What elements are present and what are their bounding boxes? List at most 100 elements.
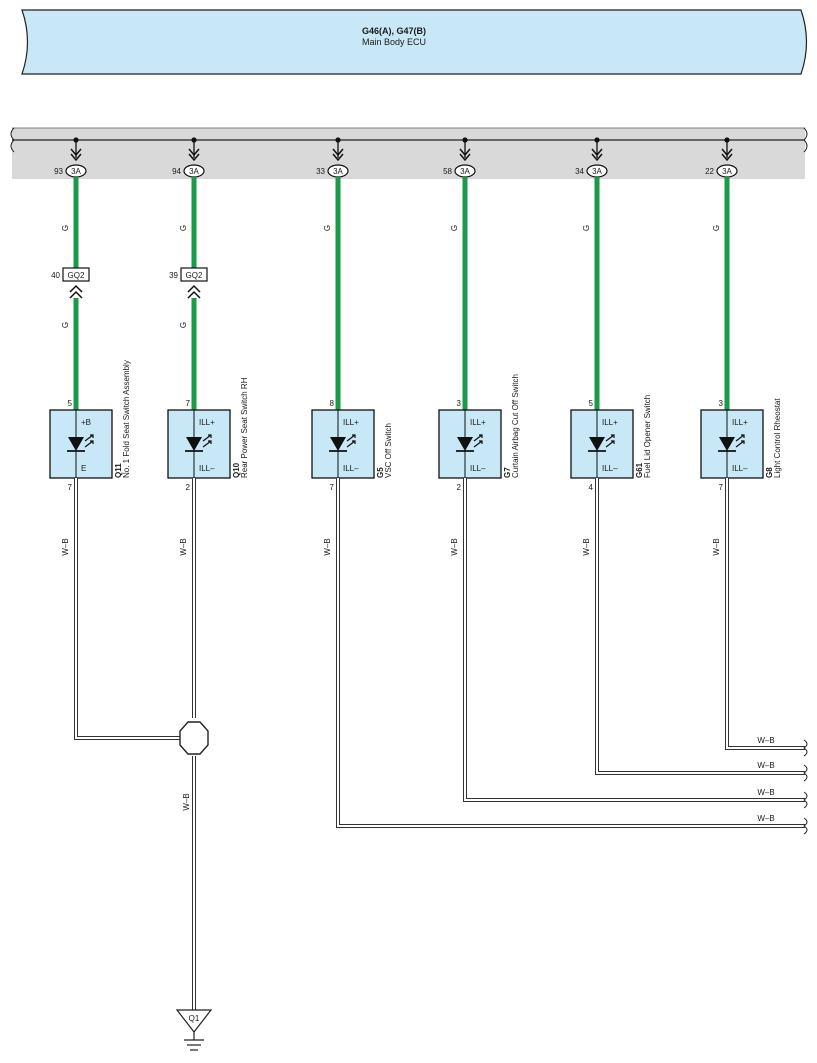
- wire-color-label: W–B: [712, 538, 721, 555]
- component-pin-number: 3: [457, 399, 462, 408]
- junction-pin-number: 40: [51, 271, 60, 280]
- component-box: [49, 409, 113, 479]
- wire-q11-return: [74, 478, 182, 740]
- continuation-break-icon: [803, 764, 808, 782]
- component-box: [167, 409, 231, 479]
- wire-color-label: W–B: [182, 793, 191, 810]
- ecu-subtitle: Main Body ECU: [362, 37, 426, 47]
- wire-color-label: W–B: [61, 538, 70, 555]
- connector-arrow-icon: [332, 148, 344, 162]
- wire-color-label: W–B: [757, 761, 774, 770]
- component-pin-number: 2: [186, 483, 191, 492]
- terminal-label: ILL–: [343, 464, 359, 473]
- continuation-break-icon: [803, 739, 808, 757]
- ecu-connector-label: 3A: [722, 167, 732, 176]
- wire-color-label: W–B: [323, 538, 332, 555]
- component-box: [570, 409, 634, 479]
- ecu-connector-label: 3A: [460, 167, 470, 176]
- ecu-connector-label: 3A: [333, 167, 343, 176]
- terminal-label: ILL+: [199, 418, 215, 427]
- component-pin-number: 7: [68, 483, 73, 492]
- junction-arrow-icon: [69, 284, 83, 299]
- component-pin-number: 7: [330, 483, 335, 492]
- component-code: G5: [376, 467, 385, 478]
- ecu-connector-label: 3A: [71, 167, 81, 176]
- terminal-label: ILL+: [732, 418, 748, 427]
- wb-wire: [725, 478, 805, 750]
- ecu-block: G46(A), G47(B) Main Body ECU: [21, 9, 808, 75]
- component-name: Light Control Rheostat: [773, 398, 782, 478]
- junction-connector: [180, 267, 208, 282]
- terminal-label: +B: [81, 418, 91, 427]
- connector-arrow-icon: [721, 148, 733, 162]
- component-pin-number: 7: [186, 399, 191, 408]
- terminal-label: ILL–: [732, 464, 748, 473]
- wire-color-label: G: [61, 225, 70, 231]
- component-name: Rear Power Seat Switch RH: [240, 377, 249, 478]
- connector-arrow-icon: [188, 148, 200, 162]
- junction-pin-number: 39: [169, 271, 178, 280]
- ecu-pin-number: 33: [316, 167, 325, 176]
- led-icon: [457, 437, 473, 451]
- ecu-pin-number: 58: [443, 167, 452, 176]
- component-pin-number: 4: [589, 483, 594, 492]
- terminal-label: ILL–: [602, 464, 618, 473]
- ground-symbol: Q1: [175, 1009, 213, 1051]
- wb-wire: [463, 478, 805, 802]
- continuation-break-icon: [803, 817, 808, 835]
- component-box: [311, 409, 375, 479]
- component-box: [438, 409, 502, 479]
- component-code: G7: [503, 467, 512, 478]
- component-box: [700, 409, 764, 479]
- component-pin-number: 5: [589, 399, 594, 408]
- component-name: No. 1 Fold Seat Switch Assembly: [122, 360, 131, 478]
- terminal-label: E: [81, 464, 86, 473]
- led-icon: [330, 437, 346, 451]
- component-pin-number: 8: [330, 399, 335, 408]
- right-wire-group: W–B W–B W–B W–B: [336, 478, 808, 835]
- wire-color-label: G: [61, 322, 70, 328]
- wire-color-label: G: [582, 225, 591, 231]
- component-pin-number: 3: [719, 399, 724, 408]
- component-code: Q11: [114, 463, 123, 478]
- wire-color-label: W–B: [582, 538, 591, 555]
- junction-connector-name: GQ2: [68, 271, 85, 280]
- ecu-connector-label: 3A: [592, 167, 602, 176]
- connector-arrow-icon: [591, 148, 603, 162]
- component-name: Curtain Airbag Cut Off Switch: [511, 374, 520, 478]
- component-pin-number: 2: [457, 483, 462, 492]
- terminal-label: ILL–: [199, 464, 215, 473]
- led-icon: [589, 437, 605, 451]
- wire-color-label: G: [712, 225, 721, 231]
- ecu-pin-number: 93: [54, 167, 63, 176]
- component-code: Q10: [232, 462, 241, 478]
- ecu-pin-number: 22: [705, 167, 714, 176]
- component-name: VSC Off Switch: [384, 423, 393, 478]
- wire-color-label: G: [450, 225, 459, 231]
- ecu-connector-bus: [10, 127, 808, 179]
- wire-color-label: W–B: [179, 538, 188, 555]
- wire-color-label: W–B: [757, 788, 774, 797]
- wire-color-label: W–B: [757, 814, 774, 823]
- junction-arrow-icon: [187, 284, 201, 299]
- component-pin-number: 5: [68, 399, 73, 408]
- wire-color-label: W–B: [757, 736, 774, 745]
- wire-color-label: G: [323, 225, 332, 231]
- component-name: Fuel Lid Opener Switch: [643, 395, 652, 478]
- wire-color-label: G: [179, 322, 188, 328]
- wire-color-label: W–B: [450, 538, 459, 555]
- component-pin-number: 7: [719, 483, 724, 492]
- component-code: G61: [635, 462, 644, 478]
- wire-color-label: G: [179, 225, 188, 231]
- terminal-label: ILL+: [602, 418, 618, 427]
- wb-wire: [595, 478, 805, 775]
- component-code: G8: [765, 467, 774, 478]
- terminal-label: ILL+: [343, 418, 359, 427]
- led-icon: [186, 437, 202, 451]
- junction-connector: [62, 267, 90, 282]
- ecu-pin-number: 34: [575, 167, 584, 176]
- splice-point: [179, 721, 209, 755]
- connector-arrow-icon: [70, 148, 82, 162]
